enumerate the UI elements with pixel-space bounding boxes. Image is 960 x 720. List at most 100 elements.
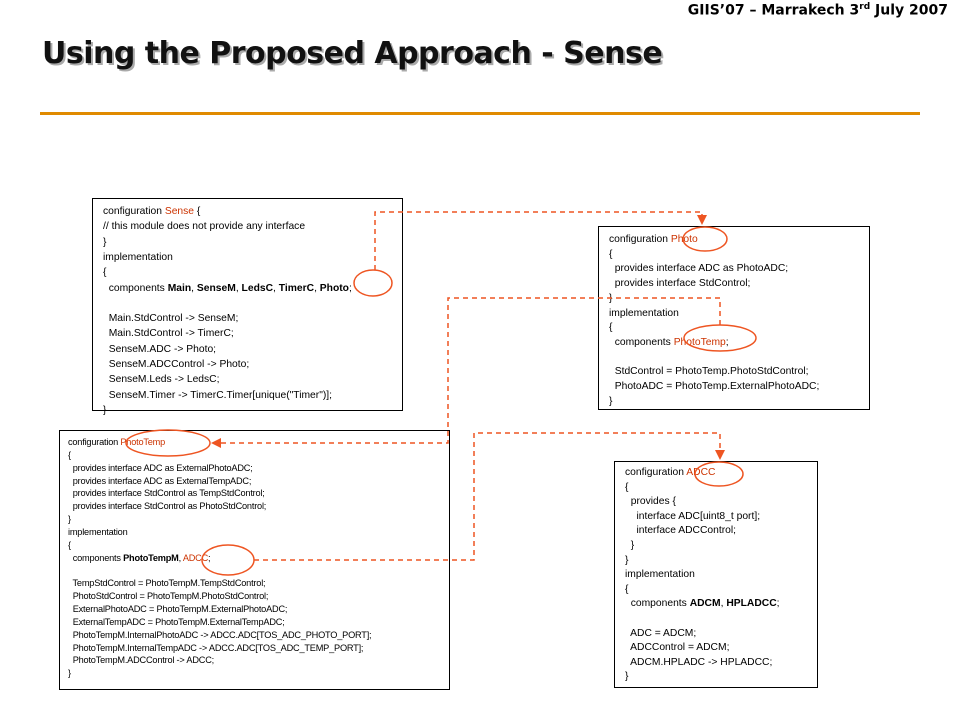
- code-token: PhotoTemp: [673, 336, 726, 348]
- code-line: configuration ADCC: [625, 467, 715, 478]
- code-line: interface ADCControl;: [625, 525, 736, 536]
- code-token: provides interface ADC as ExternalPhotoA…: [68, 462, 253, 473]
- code-token: Main.StdControl -> SenseM;: [103, 313, 239, 325]
- code-token: }: [68, 514, 71, 525]
- code-token: interface ADC[uint8_t port];: [625, 510, 761, 522]
- code-line: provides interface StdControl as TempStd…: [68, 488, 265, 498]
- code-line: }: [103, 237, 106, 248]
- conference-suffix: July 2007: [870, 2, 948, 19]
- code-token: {: [609, 248, 613, 260]
- code-line: provides interface StdControl;: [609, 278, 751, 290]
- code-token: provides interface StdControl as PhotoSt…: [68, 501, 267, 512]
- code-token: ExternalTempADC = PhotoTempM.ExternalTem…: [68, 616, 285, 627]
- code-token: Main: [167, 282, 192, 294]
- conference-ordinal-suffix: rd: [859, 2, 871, 12]
- code-token: PhotoTempM.ADCControl -> ADCC;: [68, 655, 215, 666]
- code-token: // this module does not provide any inte…: [103, 221, 306, 233]
- code-token: components: [68, 552, 124, 563]
- code-line: SenseM.ADCControl -> Photo;: [103, 359, 250, 370]
- code-token: PhotoTempM.InternalPhotoADC -> ADCC.ADC[…: [68, 629, 372, 640]
- title-underline: [40, 112, 920, 115]
- code-token: ,: [235, 282, 242, 294]
- code-line: }: [625, 555, 628, 566]
- code-token: components: [103, 282, 168, 294]
- code-line: Main.StdControl -> TimerC;: [103, 328, 234, 339]
- code-line: {: [609, 322, 612, 333]
- code-token: {: [194, 206, 201, 217]
- code-token: {: [625, 583, 629, 595]
- code-token: provides interface ADC as PhotoADC;: [609, 263, 789, 275]
- code-token: }: [68, 668, 71, 679]
- code-line: }: [625, 671, 628, 682]
- conference-prefix: GIIS’07 – Marrakech 3: [687, 2, 860, 19]
- code-line: PhotoADC = PhotoTemp.ExternalPhotoADC;: [609, 381, 820, 392]
- code-token: SenseM.Timer -> TimerC.Timer[unique("Tim…: [103, 389, 333, 401]
- code-token: ADCC: [182, 552, 209, 563]
- code-line: provides interface StdControl as PhotoSt…: [68, 501, 267, 512]
- code-line: ExternalTempADC = PhotoTempM.ExternalTem…: [68, 617, 285, 627]
- photo-config-box: configuration Photo { provides interface …: [598, 226, 870, 410]
- code-token: configuration: [103, 206, 165, 217]
- code-token: }: [625, 554, 629, 566]
- code-token: SenseM.Leds -> LedsC;: [103, 374, 220, 386]
- adcc-config-box: configuration ADCC { provides { interface…: [614, 461, 818, 688]
- code-token: ADCM.HPLADC -> HPLADCC;: [625, 656, 773, 668]
- code-line: components PhotoTempM, ADCC;: [68, 552, 211, 563]
- code-line: PhotoTempM.InternalPhotoADC -> ADCC.ADC[…: [68, 629, 372, 640]
- code-line: SenseM.Timer -> TimerC.Timer[unique("Tim…: [103, 390, 332, 401]
- code-line: PhotoTempM.ADCControl -> ADCC;: [68, 655, 215, 666]
- code-token: provides interface ADC as ExternalTempAD…: [68, 475, 252, 486]
- code-token: ;: [776, 598, 780, 610]
- code-token: components: [625, 598, 690, 610]
- code-token: Photo: [670, 234, 698, 245]
- code-line: {: [103, 267, 106, 278]
- code-line: PhotoTempM.InternalTempADC -> ADCC.ADC[T…: [68, 643, 364, 653]
- code-token: ExternalPhotoADC = PhotoTempM.ExternalPh…: [68, 604, 288, 615]
- code-token: SenseM.ADCControl -> Photo;: [103, 359, 250, 370]
- code-line: ADC = ADCM;: [625, 628, 696, 639]
- code-token: {: [68, 449, 71, 460]
- code-line: configuration Photo: [609, 234, 698, 245]
- code-line: provides {: [625, 496, 676, 507]
- code-token: SenseM.ADC -> Photo;: [103, 343, 217, 355]
- code-line: SenseM.ADC -> Photo;: [103, 344, 216, 355]
- code-token: ,: [720, 598, 727, 610]
- code-token: PhotoADC = PhotoTemp.ExternalPhotoADC;: [609, 381, 820, 392]
- code-token: implementation: [609, 307, 679, 319]
- code-line: PhotoStdControl = PhotoTempM.PhotoStdCon…: [68, 591, 269, 601]
- code-line: components ADCM, HPLADCC;: [625, 598, 780, 609]
- code-token: }: [625, 540, 635, 551]
- code-token: {: [103, 267, 107, 279]
- code-token: ;: [348, 282, 352, 294]
- code-token: Main.StdControl -> TimerC;: [103, 328, 234, 340]
- code-line: provides interface ADC as PhotoADC;: [609, 263, 788, 274]
- code-line: configuration PhotoTemp: [68, 437, 165, 447]
- code-line: implementation: [609, 308, 679, 319]
- conference-header: GIIS’07 – Marrakech 3rd July 2007: [688, 2, 948, 19]
- code-line: provides interface ADC as ExternalTempAD…: [68, 475, 252, 486]
- code-line: ADCM.HPLADC -> HPLADCC;: [625, 657, 772, 668]
- code-line: }: [68, 668, 71, 678]
- code-token: implementation: [68, 526, 128, 537]
- code-token: }: [609, 395, 613, 407]
- code-token: implementation: [103, 251, 173, 263]
- code-line: }: [103, 405, 106, 416]
- code-line: ExternalPhotoADC = PhotoTempM.ExternalPh…: [68, 604, 288, 615]
- code-token: PhotoTempM: [123, 552, 179, 563]
- code-token: implementation: [625, 569, 695, 581]
- code-line: }: [625, 540, 634, 551]
- code-line: provides interface ADC as ExternalPhotoA…: [68, 463, 253, 473]
- code-line: SenseM.Leds -> LedsC;: [103, 374, 220, 386]
- code-line: components PhotoTemp;: [609, 337, 729, 348]
- code-token: provides interface StdControl;: [609, 278, 751, 290]
- code-token: Sense: [164, 206, 195, 217]
- code-token: ADC = ADCM;: [625, 627, 697, 639]
- code-token: ADCC: [686, 467, 716, 478]
- code-token: SenseM: [196, 282, 236, 294]
- code-line: }: [609, 396, 612, 407]
- code-token: }: [609, 292, 613, 304]
- code-token: ;: [725, 336, 729, 348]
- code-line: {: [68, 450, 71, 460]
- code-token: ;: [208, 552, 211, 563]
- code-line: implementation: [68, 527, 128, 537]
